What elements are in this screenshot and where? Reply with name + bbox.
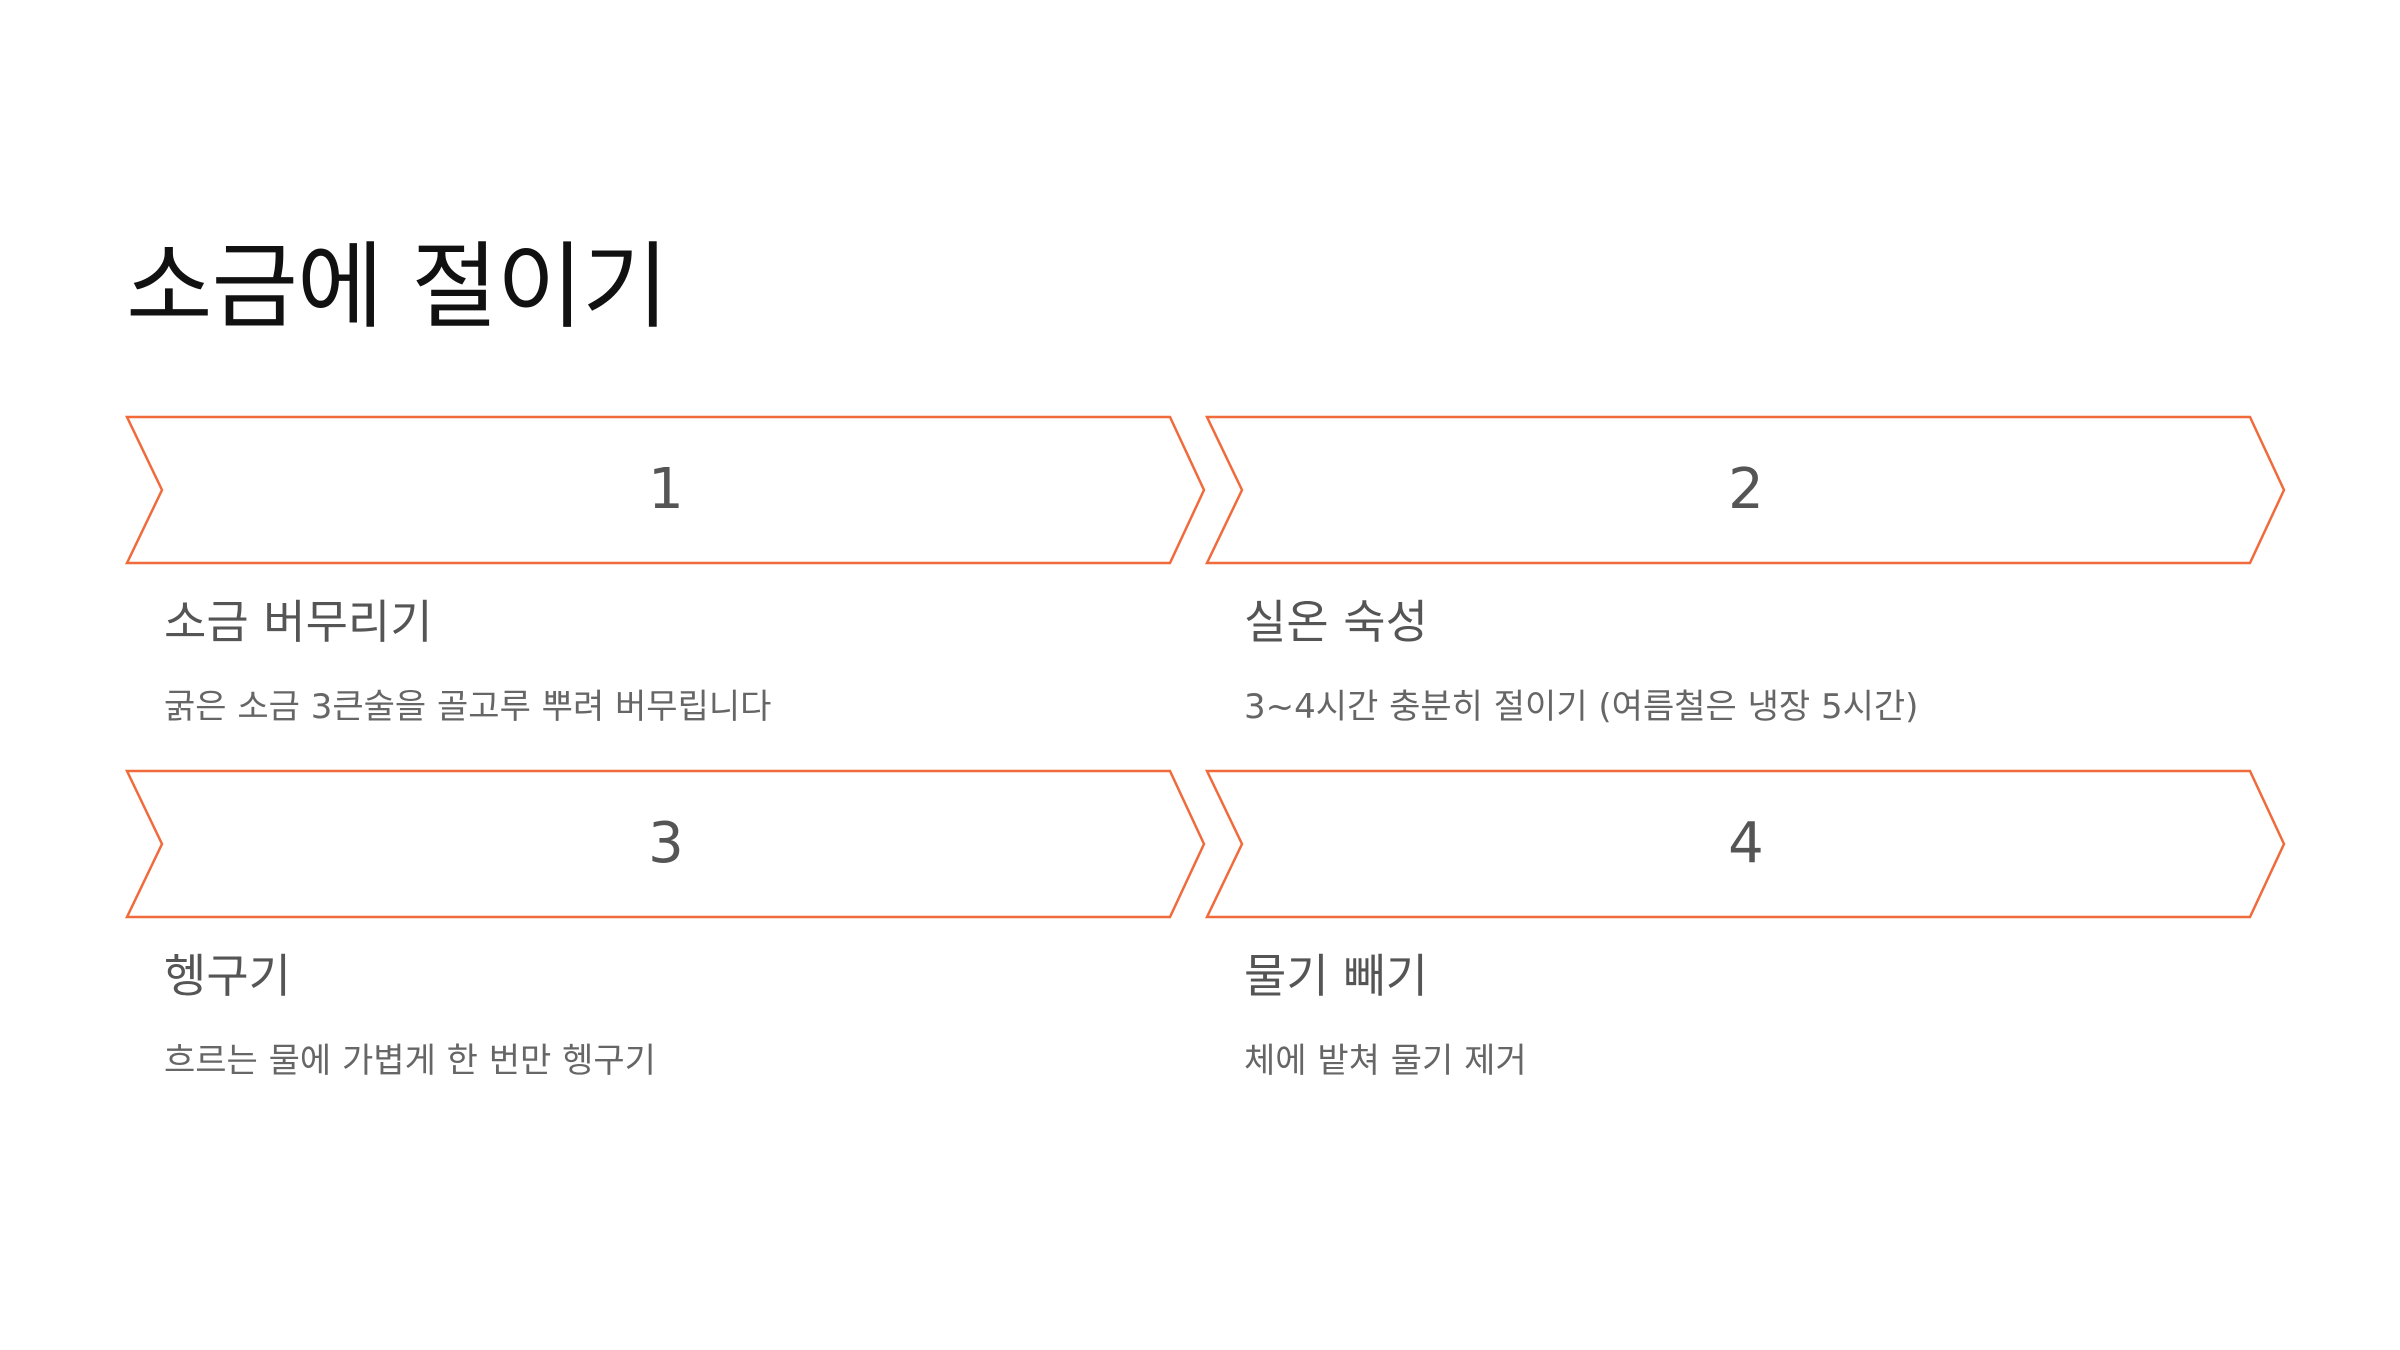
step-description: 3~4시간 충분히 절이기 (여름철은 냉장 5시간) [1244,687,1919,727]
step-chevron: 3 [125,769,1206,919]
step-heading: 소금 버무리기 [164,595,433,649]
process-step: 3 헹구기 흐르는 물에 가볍게 한 번만 헹구기 [125,769,1206,1126]
chevron-arrow-icon [1205,769,2286,919]
chevron-arrow-icon [125,769,1206,919]
step-chevron: 4 [1205,769,2286,919]
step-heading: 실온 숙성 [1244,595,1428,649]
chevron-arrow-icon [125,415,1206,565]
step-number: 3 [648,811,684,876]
step-number: 1 [648,457,684,522]
page-title: 소금에 절이기 [126,233,669,342]
step-description: 체에 밭쳐 물기 제거 [1244,1041,1527,1081]
step-chevron: 1 [125,415,1206,565]
step-number: 2 [1728,457,1764,522]
chevron-arrow-icon [1205,415,2286,565]
step-heading: 헹구기 [164,949,291,1003]
step-description: 굵은 소금 3큰술을 골고루 뿌려 버무립니다 [164,687,772,727]
step-heading: 물기 빼기 [1244,949,1428,1003]
step-chevron: 2 [1205,415,2286,565]
process-step: 4 물기 빼기 체에 밭쳐 물기 제거 [1205,769,2286,1126]
step-number: 4 [1728,811,1764,876]
process-step: 2 실온 숙성 3~4시간 충분히 절이기 (여름철은 냉장 5시간) [1205,415,2286,772]
step-description: 흐르는 물에 가볍게 한 번만 헹구기 [164,1041,656,1081]
process-step: 1 소금 버무리기 굵은 소금 3큰술을 골고루 뿌려 버무립니다 [125,415,1206,772]
